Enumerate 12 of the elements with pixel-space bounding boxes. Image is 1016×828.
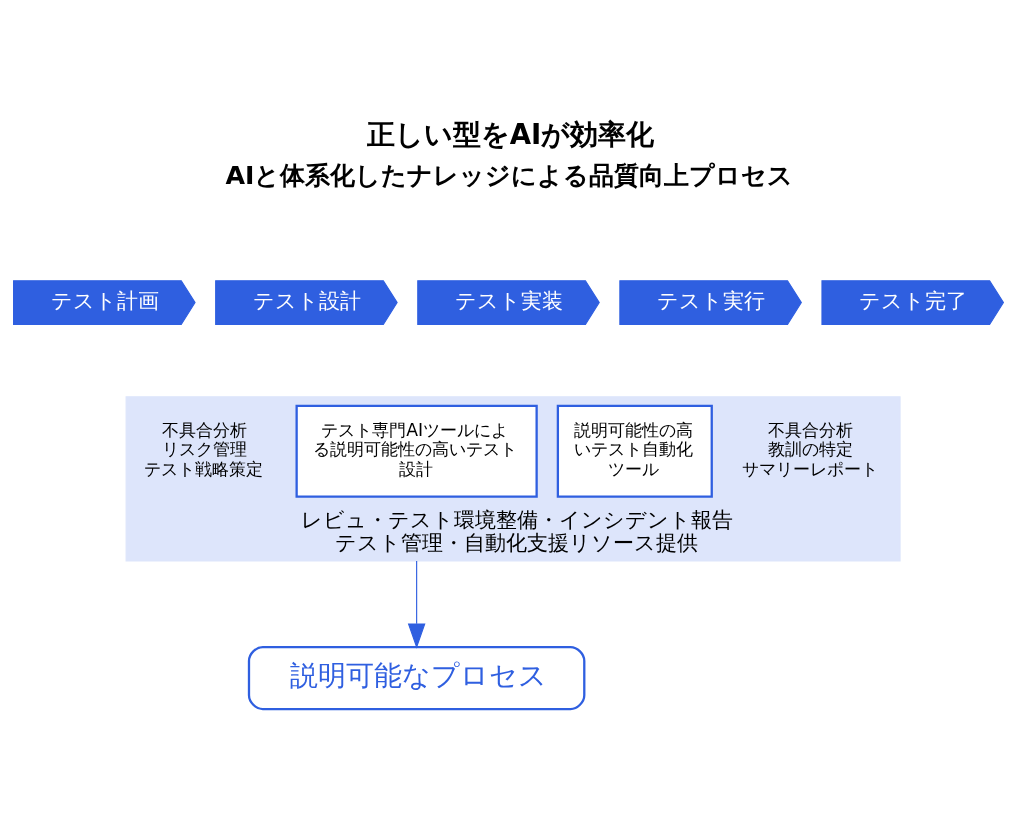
node-box: テスト専門AIツールによる説明可能性の高いテスト設計 <box>295 404 538 498</box>
label: テスト戦略策定 <box>144 458 263 479</box>
label: リスク管理 <box>161 439 247 460</box>
node-box: 説明可能なプロセス <box>247 645 585 711</box>
arrow <box>407 560 425 649</box>
label: サマリーレポート <box>741 458 878 479</box>
label: 不具合分析 <box>161 419 247 440</box>
node-box: 説明可能性の高いテスト自動化ツール <box>556 404 713 498</box>
label: 不具合分析 <box>767 419 853 440</box>
diagram-title: 正しい型をAIが効率化 <box>366 118 654 151</box>
label: AIと体系化したナレッジによる品質向上プロセス <box>224 160 793 190</box>
label: 教訓の特定 <box>767 439 853 460</box>
